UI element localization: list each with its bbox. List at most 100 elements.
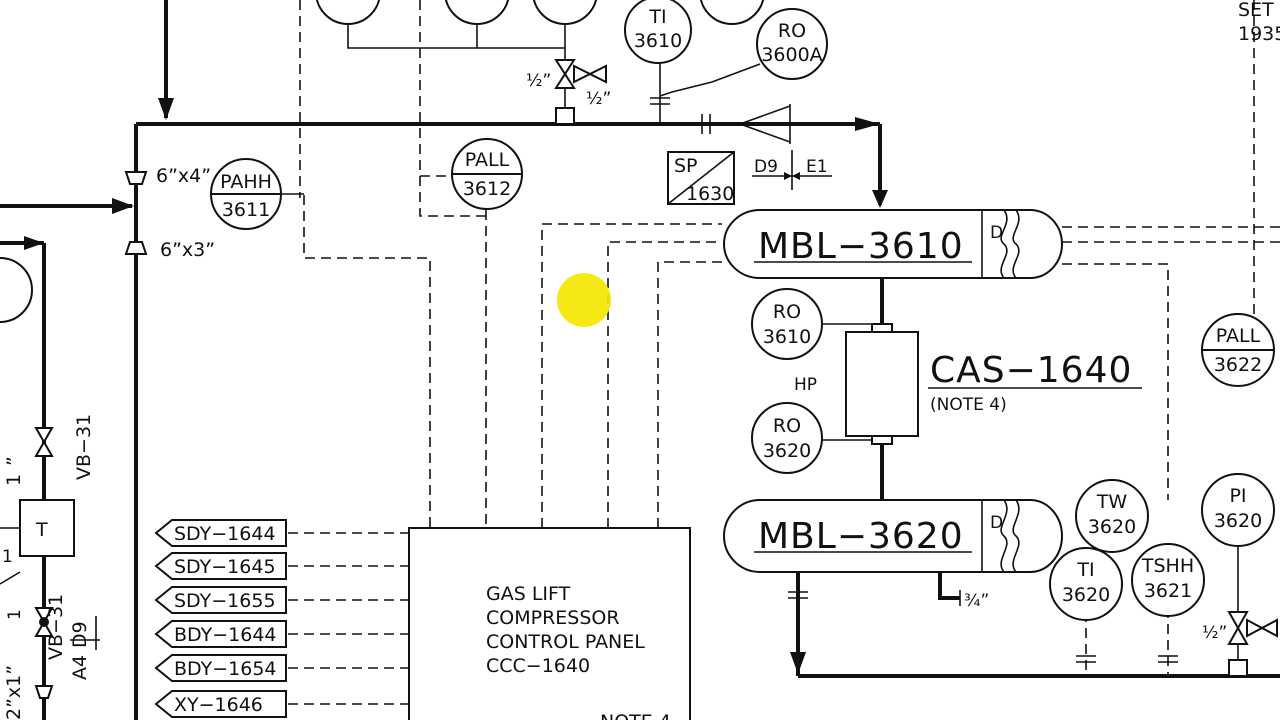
check-valve-symbol [737,105,791,143]
signal-tag-5: BDY−1654 [174,658,277,680]
signal-line-mbl-b [607,241,722,528]
control-panel-box [408,527,691,720]
vb-valve-lower-dot [39,617,49,627]
reducer-6x3 [124,241,148,255]
vb-label-lower: VB−31 [45,594,67,660]
arrow-down-incoming [158,98,174,120]
ti-3620-tag: TI [1076,559,1094,581]
vessel-mbl-3620: D MBL−3620 ¾” [723,499,1063,611]
tshh-3621-number: 3621 [1144,580,1192,602]
legend-e1: E1 [806,157,828,177]
arrow-right-incoming [112,198,134,214]
tw-3620-tag: TW [1096,491,1128,513]
left-size-2x1: 2”x1” [3,665,25,720]
legend-d9: D9 [754,157,778,177]
reducer-6x4 [124,171,148,185]
cursor-highlight [557,273,611,327]
size-6x4: 6”x4” [156,165,211,187]
size-half-a: ½” [526,71,551,91]
ro-3620-number: 3620 [763,440,811,462]
arrow-down-outlet [790,652,806,674]
signal-tag-box-2 [154,552,287,580]
panel-line-2: COMPRESSOR [486,607,620,629]
pahh-3611-tag: PAHH [220,171,272,193]
pall-3612-tag: PALL [465,149,510,171]
cas-1640-label: CAS−1640 [930,350,1132,391]
size-three-quarter: ¾” [964,591,989,611]
signal-tag-box-3 [154,586,287,614]
signal-line-pahh [303,195,431,528]
vb-valve-lower-b [34,619,54,637]
signal-tag-1: SDY−1644 [174,523,276,545]
size-half-b: ½” [586,89,611,109]
vb-label-upper: VB−31 [73,414,95,480]
partial-bubble-b [444,0,510,25]
valve-block [555,107,575,125]
ti-3610-number: 3610 [634,30,682,52]
vessel-mbl-3610: D MBL−3610 [723,209,1063,279]
ro-3600a-number: 3600A [761,44,822,66]
left-box-glyph: T [35,519,48,541]
right-instruments: PALL 3622 TW 3620 PI 3620 TI 3620 TSHH 3… [1049,0,1280,677]
ti-3620-number: 3620 [1062,584,1110,606]
signal-tags: SDY−1644 SDY−1645 SDY−1655 BDY−1644 BDY−… [154,519,287,718]
partial-left-bubble [0,257,33,323]
ro-3600a-tag: RO [778,20,806,42]
ro-3600a-leader [659,63,761,97]
signal-line-mbl-c [657,261,722,528]
cas-1640-top-flange [871,323,893,333]
mbl-3610-demister [981,209,1020,279]
tw-3620-number: 3620 [1088,516,1136,538]
left-reducer [34,685,54,699]
cas-1640-hp: HP [794,375,817,395]
left-size-quote: ” [3,456,25,466]
legend-arrow-left [784,172,792,180]
legend-a4: A4 [69,655,91,680]
arrow-down-to-mbl-3610 [872,190,888,208]
arrow-left-branch [24,236,44,250]
signal-tag-3: SDY−1655 [174,590,276,612]
signal-tag-box-1 [154,519,287,547]
arrow-right-header [855,117,880,131]
mbl-3610-shell [723,209,1063,279]
ti-3610-bubble [624,0,692,64]
tshh-3621-bubble [1131,543,1205,617]
pi-valve-block [1228,659,1248,677]
pi-vent-right [1259,618,1278,638]
ti-3610-tag: TI [648,6,666,28]
mbl-3610-end-letter: D [990,223,1003,243]
isolation-valve-bottom [554,72,576,89]
left-size-one: 1 [3,474,25,486]
isolation-valve-top [554,59,576,76]
corner-text-number: 1935 [1238,23,1280,45]
size-6x3: 6”x3” [160,239,215,261]
top-cluster: ½” ½” TI 3610 RO 3600A [315,0,828,144]
vent-valve-right [587,64,607,84]
ti-3620-bubble [1049,547,1123,621]
signal-tag-2: SDY−1645 [174,556,276,578]
cas-1640-note: (NOTE 4) [930,395,1007,415]
partial-bubble-d [699,0,765,25]
ro-3620-tag: RO [773,415,801,437]
drain-line [938,572,960,600]
tshh-3621-tag: TSHH [1141,555,1194,577]
signal-tag-4: BDY−1644 [174,624,277,646]
mbl-3620-demister [981,499,1020,573]
header-symbols: 6”x4” 6”x3” PAHH 3611 PALL 3612 SP 1630 … [124,138,832,261]
corner-text-set: SET [1238,0,1274,21]
panel-line-1: GAS LIFT [486,583,571,605]
pi-3620-bubble [1201,473,1275,547]
vent-valve-left [573,64,593,84]
pall-3622-number: 3622 [1214,354,1262,376]
sp-1630-tag: SP [674,155,698,177]
pi-valve-bottom [1227,625,1249,645]
panel-note: NOTE 4 [600,711,671,720]
mbl-3620-label: MBL−3620 [758,516,964,557]
pi-3620-tag: PI [1229,485,1246,507]
pall-3612-number: 3612 [463,178,511,200]
signal-tag-box-5 [154,654,287,682]
cas-1640-bottom-flange [871,435,893,445]
signal-lines [288,0,1280,705]
